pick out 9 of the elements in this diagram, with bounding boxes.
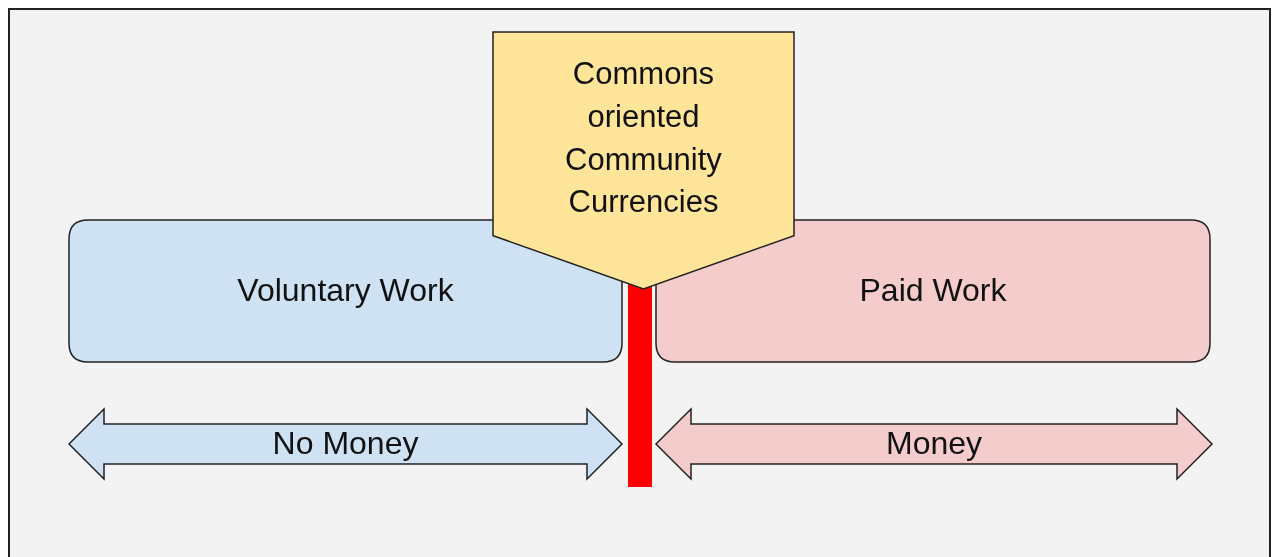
double-arrow-shape (655, 408, 1213, 480)
node-label: Paid Work (858, 271, 1008, 311)
divider-bar (628, 284, 652, 487)
node-label: No Money (271, 424, 420, 464)
process-box (68, 219, 623, 363)
node-label: Voluntary Work (236, 271, 455, 311)
double-arrow-shape (68, 408, 623, 480)
node-label: Money (884, 424, 983, 464)
process-box (655, 219, 1211, 363)
